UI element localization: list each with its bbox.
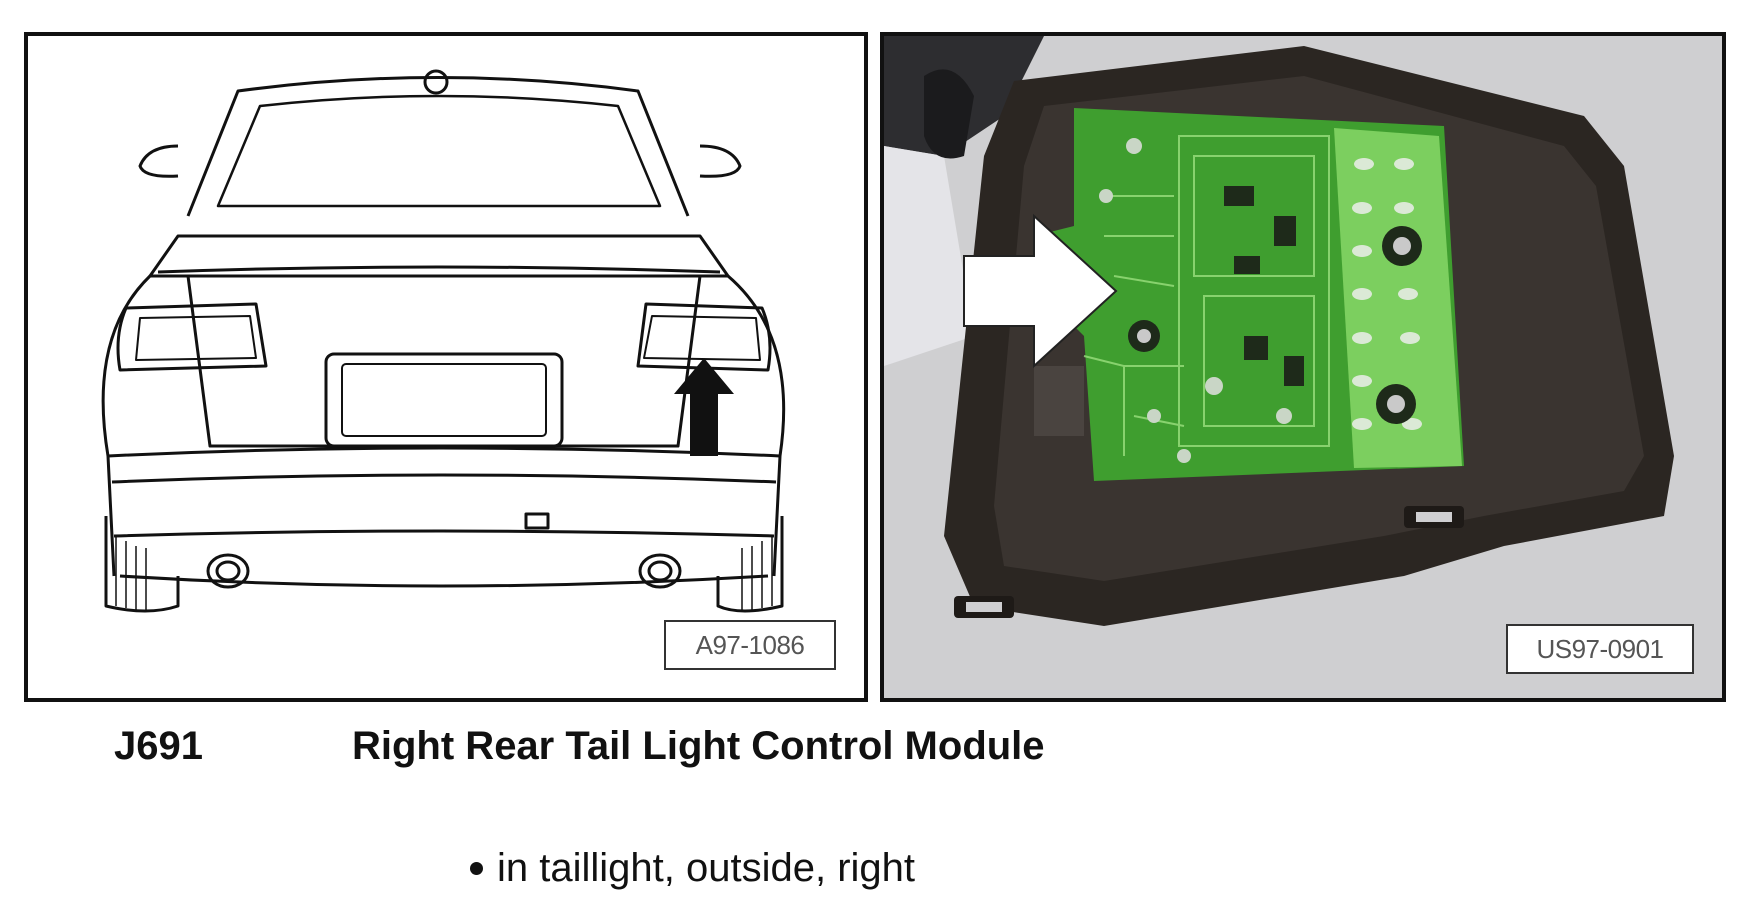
- module-photo: US97-0901: [880, 32, 1726, 702]
- figure-code-left: A97-1086: [664, 620, 836, 670]
- car-rear-drawing: [101, 69, 786, 613]
- car-rear-illustration: A97-1086: [24, 32, 868, 702]
- component-arrow: [963, 213, 1118, 369]
- location-arrow: [674, 358, 734, 456]
- component-name: Right Rear Tail Light Control Module: [352, 724, 1045, 768]
- figure-code-right: US97-0901: [1506, 624, 1694, 674]
- component-code: J691: [114, 724, 203, 768]
- location-bullet: in taillight, outside, right: [470, 846, 915, 891]
- circuit-board-photo: [884, 36, 1722, 698]
- location-text: in taillight, outside, right: [497, 846, 916, 890]
- bullet-dot-icon: [470, 862, 483, 875]
